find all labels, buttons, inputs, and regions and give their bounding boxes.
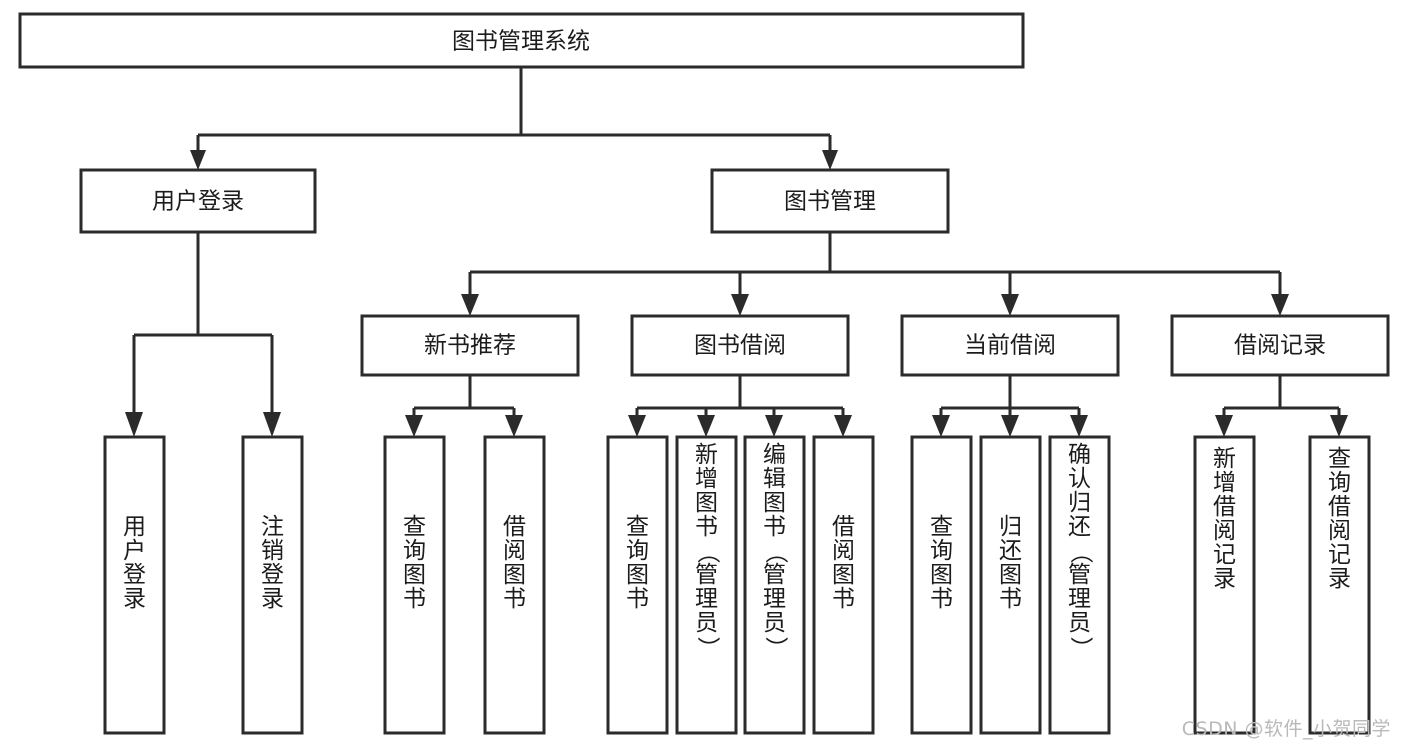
node-current-borrow-box[interactable] (900, 314, 1120, 377)
leaf-user-login-box[interactable] (103, 435, 166, 735)
connector-group-user-login-to-leaves (125, 232, 281, 437)
arrow-head-book-borrow (731, 294, 749, 316)
node-book-management-box[interactable] (710, 168, 950, 234)
leaf-borrow-book-2-box[interactable] (812, 435, 875, 735)
node-new-book-recommend-label: 新书推荐 (424, 333, 516, 359)
leaf-query-record-box[interactable] (1308, 435, 1371, 735)
node-book-management-label: 图书管理 (784, 189, 876, 215)
arrow-head-leaf-user-login (125, 412, 143, 437)
leaf-borrow-book-1-box[interactable] (483, 435, 546, 735)
connector-group-current-borrow-to-leaves (932, 375, 1088, 437)
arrow-head-leaf-query-book-3 (932, 415, 950, 437)
node-root-box[interactable] (18, 12, 1025, 69)
arrow-head-leaf-add-record (1215, 415, 1233, 437)
connector-group-root-to-level2 (190, 67, 838, 170)
connector-group-borrow-record-to-leaves (1215, 375, 1348, 437)
node-user-login-box[interactable] (79, 168, 317, 234)
arrow-head-leaf-query-book-2 (628, 415, 646, 437)
arrow-head-leaf-borrow-book-1 (505, 415, 523, 437)
connector-group-book-management-to-level3 (461, 232, 1289, 316)
arrow-head-leaf-query-book-1 (405, 415, 423, 437)
node-book-borrow-box[interactable] (630, 314, 850, 377)
watermark: CSDN @软件_小贺同学 (1181, 718, 1391, 740)
leaf-query-book-1-box[interactable] (383, 435, 446, 735)
arrow-head-current-borrow (1001, 294, 1019, 316)
leaf-boxes (103, 435, 1371, 735)
node-current-borrow[interactable]: 当前借阅 (900, 314, 1120, 377)
node-new-book-recommend[interactable]: 新书推荐 (360, 314, 580, 377)
arrow-head-leaf-confirm-return (1070, 415, 1088, 437)
node-book-borrow[interactable]: 图书借阅 (630, 314, 850, 377)
arrow-head-leaf-borrow-book-2 (834, 415, 852, 437)
connector-group-new-book-to-leaves (405, 375, 523, 437)
leaf-return-book-box[interactable] (979, 435, 1042, 735)
arrow-head-leaf-edit-book (765, 415, 783, 437)
node-borrow-record-label: 借阅记录 (1234, 333, 1326, 359)
leaf-logout-login-box[interactable] (241, 435, 304, 735)
node-new-book-recommend-box[interactable] (360, 314, 580, 377)
arrow-head-borrow-record (1271, 294, 1289, 316)
arrow-head-leaf-return-book (1001, 415, 1019, 437)
leaf-edit-book-box[interactable] (743, 435, 806, 735)
node-borrow-record-box[interactable] (1170, 314, 1390, 377)
arrow-head-leaf-query-record (1330, 415, 1348, 437)
leaf-query-book-2-box[interactable] (606, 435, 669, 735)
node-borrow-record[interactable]: 借阅记录 (1170, 314, 1390, 377)
leaf-add-book-box[interactable] (675, 435, 738, 735)
node-root[interactable]: 图书管理系统 (18, 12, 1025, 69)
connector-group-book-borrow-to-leaves (628, 375, 852, 437)
arrow-head-book-management (822, 150, 838, 170)
arrow-head-leaf-logout-login (263, 412, 281, 437)
node-root-label: 图书管理系统 (452, 29, 590, 55)
node-user-login-label: 用户登录 (152, 189, 244, 215)
leaf-add-record-box[interactable] (1193, 435, 1256, 735)
leaf-confirm-return-box[interactable] (1048, 435, 1111, 735)
arrow-head-user-login (190, 150, 206, 170)
node-book-borrow-label: 图书借阅 (694, 333, 786, 359)
arrow-head-leaf-add-book (697, 415, 715, 437)
node-book-management[interactable]: 图书管理 (710, 168, 950, 234)
node-user-login[interactable]: 用户登录 (79, 168, 317, 234)
arrow-head-new-book (461, 294, 479, 316)
leaf-query-book-3-box[interactable] (910, 435, 973, 735)
node-current-borrow-label: 当前借阅 (964, 333, 1056, 359)
